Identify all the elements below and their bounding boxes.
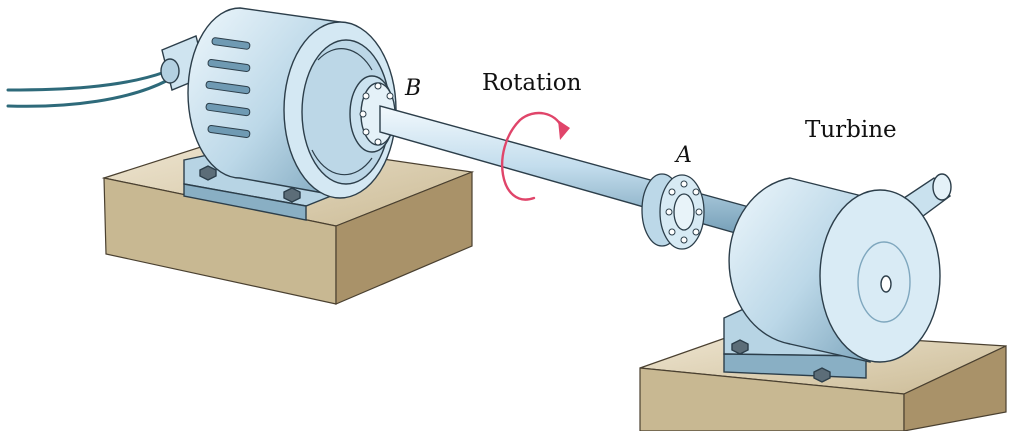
rotation-label: Rotation xyxy=(482,70,582,96)
turbine-label: Turbine xyxy=(805,117,897,143)
point-b-label: B xyxy=(405,76,422,101)
point-a-label: A xyxy=(676,143,692,168)
turbine xyxy=(723,173,952,383)
rotation-arrow xyxy=(500,111,570,201)
electric-motor xyxy=(160,7,397,221)
coupling-a xyxy=(641,173,705,250)
power-wires xyxy=(6,70,170,108)
